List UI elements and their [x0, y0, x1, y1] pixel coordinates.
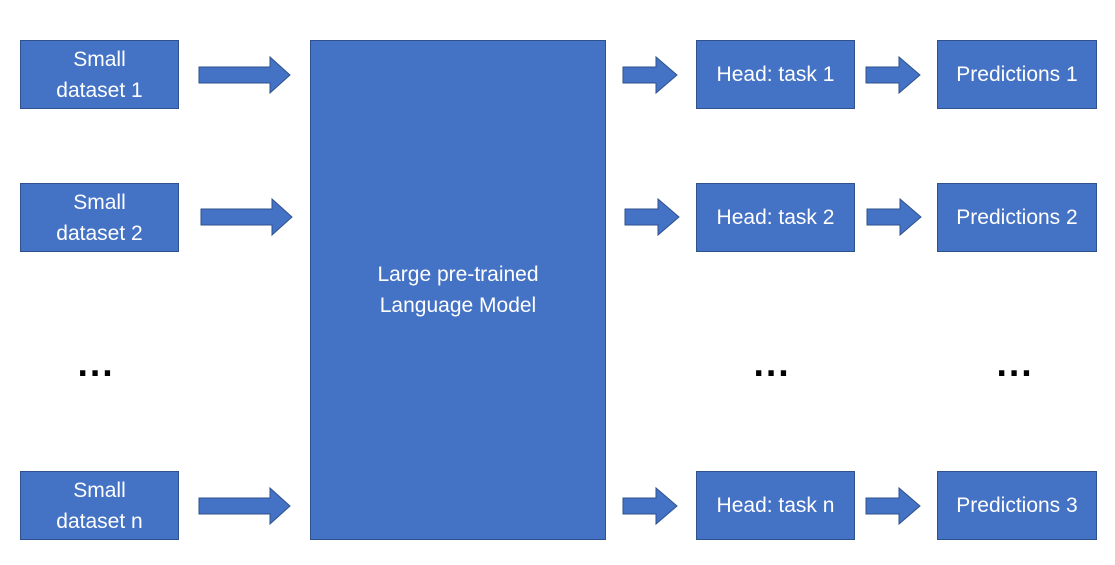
- arrow-model-to-head-2: [624, 197, 680, 237]
- arrow-input-2-to-model: [200, 197, 293, 237]
- input-box-2: Small dataset 2: [20, 183, 179, 252]
- prediction-box-3: Predictions 3: [937, 471, 1097, 540]
- prediction-box-3-label: Predictions 3: [956, 494, 1078, 517]
- input-box-1: Small dataset 1: [20, 40, 179, 109]
- prediction-box-2-label: Predictions 2: [956, 206, 1078, 229]
- input-box-2-label: Small dataset 2: [56, 190, 143, 245]
- head-box-2-label: Head: task 2: [716, 206, 835, 229]
- input-box-n: Small dataset n: [20, 471, 179, 540]
- arrow-input-n-to-model: [198, 486, 291, 526]
- model-box-label: Large pre-trained Language Model: [377, 263, 539, 317]
- head-box-1-label: Head: task 1: [716, 63, 835, 86]
- prediction-box-2: Predictions 2: [937, 183, 1097, 252]
- input-box-n-label: Small dataset n: [56, 478, 143, 533]
- arrow-model-to-head-n: [622, 486, 678, 526]
- head-box-n-label: Head: task n: [716, 494, 835, 517]
- prediction-box-1: Predictions 1: [937, 40, 1097, 109]
- arrow-head-2-to-prediction-2: [866, 197, 922, 237]
- arrow-head-n-to-prediction-3: [865, 486, 921, 526]
- arrow-model-to-head-1: [622, 55, 678, 95]
- model-box: Large pre-trained Language Model: [310, 40, 606, 540]
- ellipsis-predictions: ...: [996, 349, 1034, 384]
- ellipsis-heads: ...: [753, 349, 791, 384]
- head-box-1: Head: task 1: [696, 40, 855, 109]
- prediction-box-1-label: Predictions 1: [956, 63, 1078, 86]
- head-box-n: Head: task n: [696, 471, 855, 540]
- arrow-input-1-to-model: [198, 55, 291, 95]
- input-box-1-label: Small dataset 1: [56, 47, 143, 102]
- ellipsis-inputs: ...: [77, 349, 115, 384]
- head-box-2: Head: task 2: [696, 183, 855, 252]
- arrow-head-1-to-prediction-1: [865, 55, 921, 95]
